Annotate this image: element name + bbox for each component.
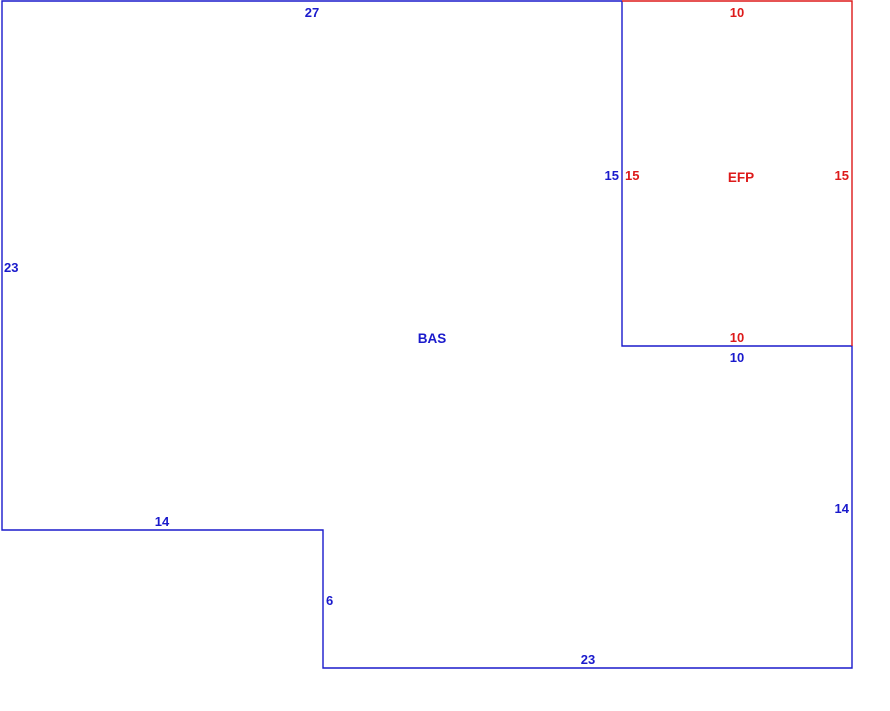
efp-dim-top: 10 (730, 5, 744, 20)
bas-area-label: BAS (418, 331, 447, 346)
bas-dim-right-lower: 14 (835, 501, 850, 516)
bas-dim-step: 6 (326, 593, 333, 608)
efp-dim-bottom: 10 (730, 330, 744, 345)
bas-dim-top: 27 (305, 5, 319, 20)
efp-dim-right: 15 (835, 168, 849, 183)
efp-outline (622, 0, 853, 346)
efp-area-label: EFP (728, 170, 754, 185)
bas-dim-left: 23 (4, 260, 18, 275)
efp-dim-left: 15 (625, 168, 639, 183)
bas-dim-bottom-left: 14 (155, 514, 170, 529)
bas-dim-porch-left: 15 (605, 168, 619, 183)
bas-dim-bottom: 23 (581, 652, 595, 667)
bas-dim-porch-bottom: 10 (730, 350, 744, 365)
bas-outline (1, 0, 853, 669)
